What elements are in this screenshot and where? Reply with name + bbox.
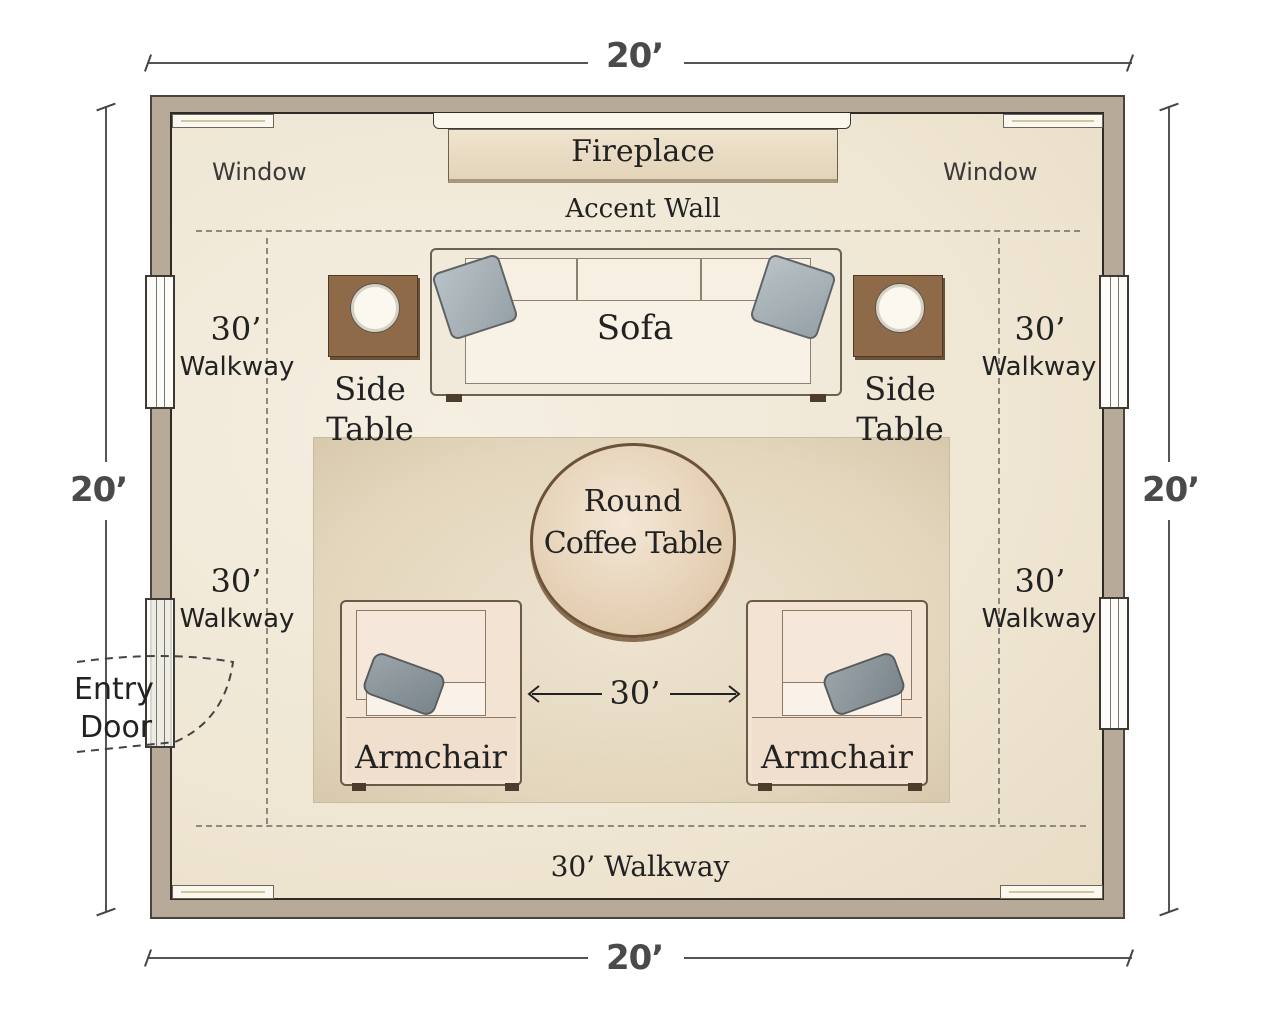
side-table-left-label-line1: Side — [334, 370, 406, 408]
left-dimension-label: 20’ — [70, 470, 128, 510]
armchair-spacing-label: 30’ — [609, 674, 661, 712]
right-dimension-line-top — [1168, 106, 1170, 462]
walkway-right-lower-label: Walkway — [981, 604, 1097, 634]
walkway-left-upper-label: Walkway — [179, 352, 295, 382]
entry-door-label-line2: Door — [80, 710, 153, 745]
top-dimension-line-left — [148, 62, 588, 64]
side-table-left — [328, 275, 418, 357]
window-left-label: Window — [212, 158, 307, 186]
spacing-arrow-left-line — [532, 693, 602, 695]
armchair-right-front — [752, 717, 922, 780]
walkway-right-upper-distance: 30’ — [1014, 310, 1066, 348]
bottom-dimension-line-left — [148, 957, 588, 959]
armchair-left-label: Armchair — [355, 738, 507, 776]
bottom-dimension-label: 20’ — [606, 938, 664, 978]
walkway-right-upper-label: Walkway — [981, 352, 1097, 382]
sofa-back-cushion-middle — [577, 258, 701, 304]
window-left-lower — [145, 598, 175, 748]
window-top-right — [1003, 114, 1103, 128]
walkway-right-lower-distance: 30’ — [1014, 562, 1066, 600]
spacing-arrow-right-line — [670, 693, 736, 695]
armchair-right-label: Armchair — [761, 738, 913, 776]
walkway-boundary-bottom — [196, 825, 1086, 827]
coffee-table-label-line2: Coffee Table — [543, 526, 723, 561]
left-dimension-line-top — [105, 106, 107, 462]
lamp-icon — [876, 284, 924, 332]
side-table-right — [853, 275, 943, 357]
lamp-icon — [351, 284, 399, 332]
side-table-right-label-line1: Side — [864, 370, 936, 408]
side-table-right-label-line2: Table — [856, 410, 944, 448]
fireplace-mantel — [433, 113, 851, 129]
coffee-table-label-line1: Round — [583, 484, 683, 519]
armchair-left — [340, 600, 522, 786]
arrow-right-icon — [728, 685, 741, 703]
walkway-left-upper-distance: 30’ — [210, 310, 262, 348]
side-table-left-label-line2: Table — [326, 410, 414, 448]
window-right-upper — [1099, 275, 1129, 409]
walkway-left-lower-distance: 30’ — [210, 562, 262, 600]
fireplace-label: Fireplace — [571, 134, 715, 169]
window-bottom-left — [172, 885, 274, 899]
top-dimension-line-right — [684, 62, 1132, 64]
right-dimension-label: 20’ — [1142, 470, 1200, 510]
sofa-leg-left — [446, 394, 462, 402]
armchair-right-leg — [758, 783, 772, 791]
sofa-label: Sofa — [596, 308, 674, 348]
armchair-left-leg — [352, 783, 366, 791]
window-bottom-right — [1000, 885, 1103, 899]
window-top-left — [172, 114, 274, 128]
bottom-dimension-line-right — [684, 957, 1132, 959]
armchair-left-front — [346, 717, 516, 780]
left-dimension-line-bottom — [105, 520, 107, 912]
entry-door-swing-icon — [76, 655, 235, 753]
window-left-upper — [145, 275, 175, 409]
right-dimension-line-bottom — [1168, 520, 1170, 912]
sofa-leg-right — [810, 394, 826, 402]
window-right-label: Window — [943, 158, 1038, 186]
armchair-right-leg — [908, 783, 922, 791]
round-coffee-table — [530, 443, 736, 638]
walkway-left-lower-label: Walkway — [179, 604, 295, 634]
walkway-boundary-right — [998, 238, 1000, 824]
fireplace — [448, 129, 838, 183]
walkway-bottom-label: 30’ Walkway — [550, 850, 730, 883]
walkway-boundary-top — [196, 230, 1080, 232]
entry-door-label-line1: Entry — [74, 672, 154, 707]
arrow-left-icon — [527, 685, 540, 703]
armchair-left-leg — [505, 783, 519, 791]
walkway-boundary-left — [266, 238, 268, 824]
accent-wall-label: Accent Wall — [565, 194, 721, 224]
window-right-lower — [1099, 597, 1129, 730]
top-dimension-label: 20’ — [606, 36, 664, 76]
